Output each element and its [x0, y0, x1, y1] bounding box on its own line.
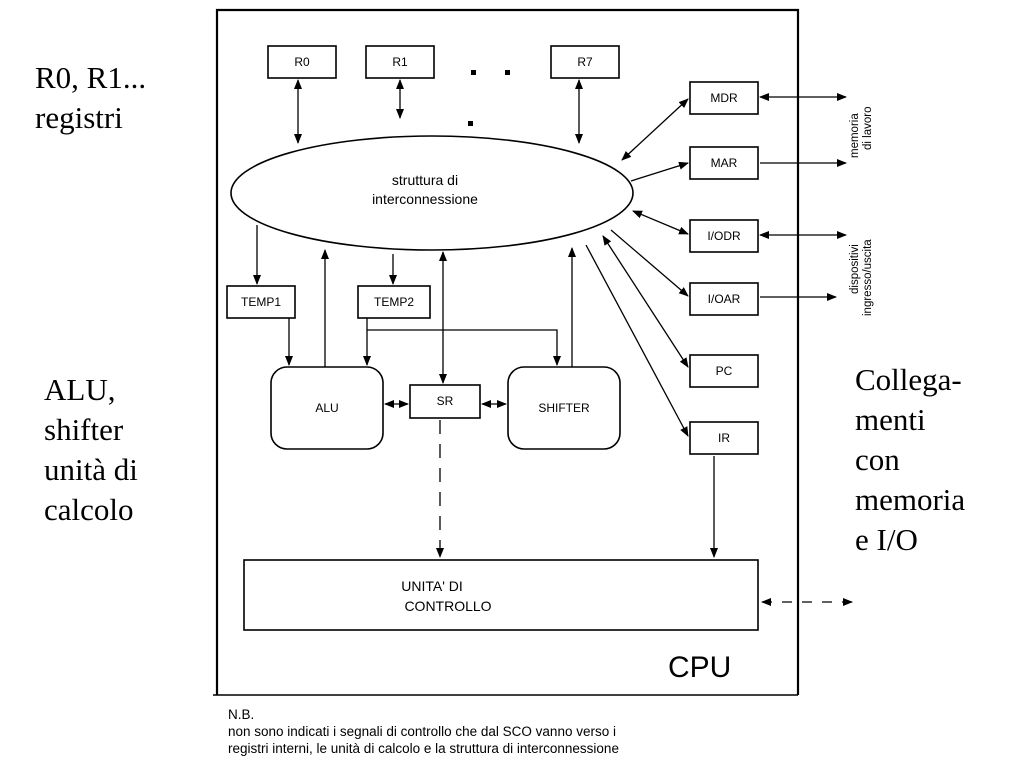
memory-label-line: memoria [849, 113, 861, 158]
temp2-label: TEMP2 [374, 295, 414, 309]
registers-caption-line: R0, R1... [35, 60, 147, 95]
iodr-register: I/ODR [689, 219, 759, 253]
pc-register: PC [689, 354, 759, 388]
shifter-label: SHIFTER [538, 401, 590, 415]
devices-label-line: ingresso/uscita [862, 239, 874, 316]
control-unit-label-line: CONTROLLO [404, 598, 491, 614]
mdr-register: MDR [689, 81, 759, 115]
registers-caption: R0, R1... registri [35, 58, 146, 138]
ir-label: IR [718, 431, 730, 445]
alu-caption-line: calcolo [44, 492, 134, 527]
connections-caption-line: menti [855, 402, 926, 437]
devices-label-line: dispositivi [849, 244, 861, 294]
mdr-label: MDR [710, 91, 738, 105]
footnote-line: registri interni, le unità di calcolo e … [228, 741, 619, 756]
ioar-register: I/OAR [689, 282, 759, 316]
register-r7-label: R7 [577, 55, 593, 69]
connections-caption-line: memoria [855, 482, 966, 517]
temp2-register: TEMP2 [357, 285, 431, 319]
footnote-line: non sono indicati i segnali di controllo… [228, 724, 616, 739]
shifter-unit: SHIFTER [507, 366, 621, 450]
register-r1-label: R1 [392, 55, 408, 69]
register-bus-arrows [294, 79, 583, 144]
pc-label: PC [716, 364, 733, 378]
footnote: N.B. non sono indicati i segnali di cont… [228, 706, 619, 757]
cpu-frame [213, 8, 800, 696]
sr-label: SR [437, 394, 454, 408]
registers-caption-line: registri [35, 100, 123, 135]
control-unit: UNITA' DI CONTROLLO [243, 559, 759, 631]
interconnect-label-line: struttura di [392, 172, 458, 188]
footnote-title: N.B. [228, 707, 255, 722]
temp1-register: TEMP1 [226, 285, 296, 319]
connections-caption-line: e I/O [855, 522, 918, 557]
status-register: SR [409, 384, 481, 419]
alu-unit: ALU [270, 366, 384, 450]
mar-label: MAR [711, 156, 738, 170]
register-r7: R7 [550, 45, 620, 79]
iodr-label: I/ODR [707, 229, 741, 243]
devices-label: dispositivi ingresso/uscita [849, 239, 874, 316]
register-ellipsis [468, 70, 510, 126]
cpu-label: CPU [668, 651, 731, 684]
interconnect-label-line: interconnessione [372, 191, 478, 207]
ioar-label: I/OAR [708, 292, 741, 306]
register-r0-label: R0 [294, 55, 310, 69]
alu-caption-line: shifter [44, 412, 124, 447]
memory-label-line: di lavoro [862, 107, 874, 150]
memory-label: memoria di lavoro [849, 107, 874, 158]
connections-caption-line: con [855, 442, 900, 477]
alu-caption: ALU, shifter unità di calcolo [44, 370, 138, 530]
temp1-label: TEMP1 [241, 295, 281, 309]
connections-caption: Collega- menti con memoria e I/O [855, 360, 965, 560]
connections-caption-line: Collega- [855, 362, 962, 397]
alu-caption-line: ALU, [44, 372, 116, 407]
mar-register: MAR [689, 146, 759, 180]
internal-arrows [253, 225, 576, 558]
interconnect-structure: struttura di interconnessione [230, 135, 634, 251]
register-r0: R0 [267, 45, 337, 79]
alu-caption-line: unità di [44, 452, 138, 487]
register-r1: R1 [365, 45, 435, 79]
alu-label: ALU [315, 401, 338, 415]
control-unit-label-line: UNITA' DI [401, 578, 463, 594]
external-links [710, 93, 853, 606]
ir-register: IR [689, 421, 759, 455]
interconnect-to-io-arrows [585, 98, 689, 437]
